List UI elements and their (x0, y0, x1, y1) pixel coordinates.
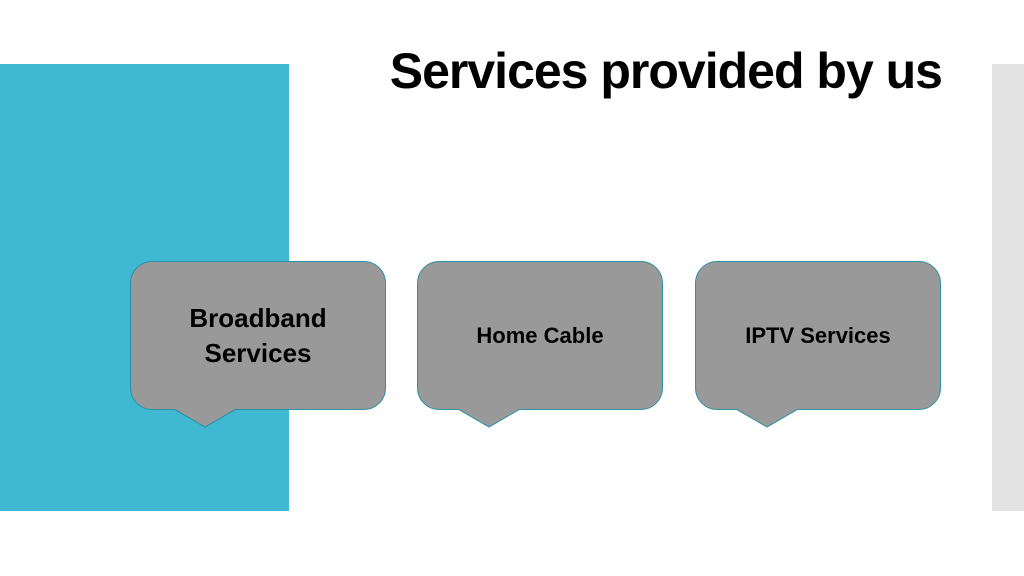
callout-tail (174, 409, 236, 428)
side-strip (992, 64, 1024, 511)
callout-tail (458, 409, 520, 428)
callout-label: Broadband Services (189, 303, 327, 368)
slide-title: Services provided by us (389, 43, 943, 99)
callout-label: Home Cable (476, 322, 604, 348)
callout-iptv-services: IPTV Services (695, 261, 941, 428)
callout-tail (736, 409, 798, 428)
callout-label: IPTV Services (745, 322, 891, 348)
callout-box: IPTV Services (695, 261, 941, 410)
callout-box: Home Cable (417, 261, 663, 410)
callout-box: Broadband Services (130, 261, 386, 410)
callout-home-cable: Home Cable (417, 261, 663, 428)
callout-broadband-services: Broadband Services (130, 261, 386, 428)
